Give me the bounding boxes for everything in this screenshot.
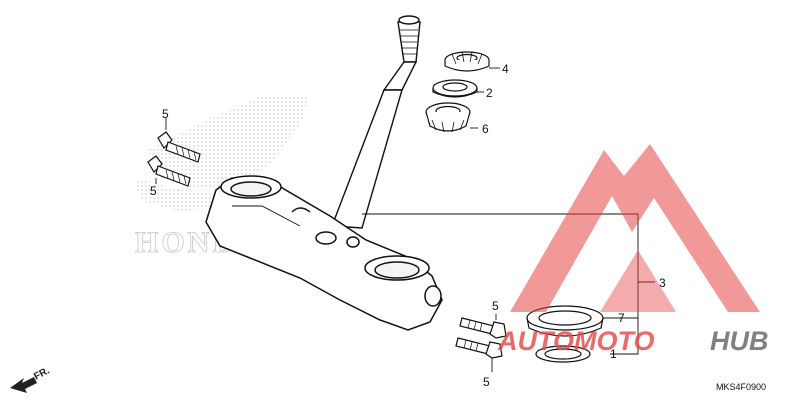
bearing-race-1 bbox=[535, 345, 591, 363]
bottom-bridge bbox=[205, 175, 443, 331]
bolt-upper-2 bbox=[147, 155, 191, 187]
callout-6: 6 bbox=[482, 122, 489, 136]
front-arrow-icon bbox=[10, 377, 37, 393]
callout-5-lower-a: 5 bbox=[492, 299, 499, 313]
washer-2 bbox=[432, 79, 478, 98]
watermark-word-hub: HUB bbox=[710, 326, 769, 356]
callout-labels: 5 5 5 5 4 2 6 3 7 1 bbox=[150, 62, 666, 389]
front-direction-indicator: FR. bbox=[10, 365, 52, 393]
diagram-code: MKS4F0900 bbox=[716, 382, 766, 392]
callout-3: 3 bbox=[659, 276, 666, 290]
callout-1: 1 bbox=[610, 347, 617, 361]
callout-7: 7 bbox=[618, 311, 625, 325]
automotohub-watermark: AUTOMOTO HUB bbox=[497, 144, 769, 356]
callout-2: 2 bbox=[486, 86, 493, 100]
steering-stem bbox=[331, 15, 421, 229]
bolt-lower-1 bbox=[459, 317, 507, 339]
callout-5-lower-b: 5 bbox=[483, 375, 490, 389]
bearing-6 bbox=[425, 102, 471, 133]
watermark-word-automoto: AUTOMOTO bbox=[497, 326, 655, 356]
stem-nut-4 bbox=[444, 51, 490, 72]
leader-lines bbox=[155, 67, 655, 372]
front-label: FR. bbox=[32, 365, 52, 382]
bolt-lower-2 bbox=[455, 337, 503, 359]
callout-5-upper-b: 5 bbox=[150, 184, 157, 198]
watermark-triangle bbox=[510, 144, 760, 312]
callout-5-upper-a: 5 bbox=[162, 107, 169, 121]
callout-4: 4 bbox=[502, 62, 509, 76]
bolt-upper-1 bbox=[157, 131, 201, 163]
